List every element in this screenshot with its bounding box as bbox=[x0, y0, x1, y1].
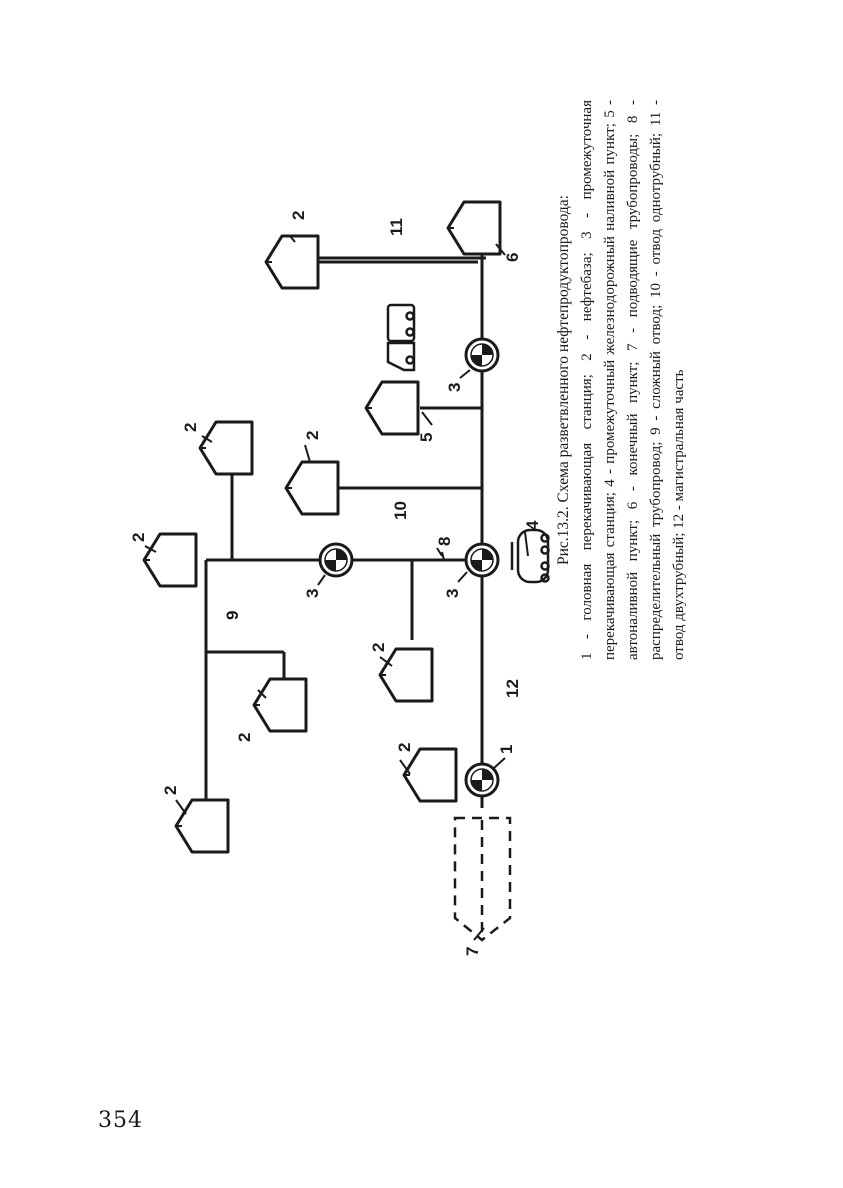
label-complex-branch: 9 bbox=[223, 611, 242, 620]
oil-depot-icon bbox=[142, 532, 198, 588]
figure-caption: Рис.13.2. Схема разветвленного нефтепрод… bbox=[552, 100, 691, 660]
head-station-icon bbox=[464, 762, 500, 798]
oil-depot-icon bbox=[198, 420, 254, 476]
label-end-point: 6 bbox=[503, 253, 522, 262]
label-depot: 2 bbox=[129, 533, 148, 542]
label-intermediate-station: 3 bbox=[443, 589, 462, 598]
label-depot: 2 bbox=[303, 431, 322, 440]
label-head-station: 1 bbox=[497, 745, 516, 754]
label-single-branch: 10 bbox=[391, 501, 410, 520]
label-intermediate-station: 3 bbox=[445, 383, 464, 392]
label-auto-point: 5 bbox=[417, 433, 436, 442]
main-pipeline bbox=[204, 252, 486, 810]
oil-depot-icon bbox=[264, 234, 320, 290]
label-distribution-pipeline: 8 bbox=[435, 537, 454, 546]
tank-truck-icon bbox=[386, 303, 416, 372]
page-number: 354 bbox=[98, 1108, 143, 1133]
intermediate-station-icon bbox=[464, 337, 500, 373]
label-main-part: 12 bbox=[503, 679, 522, 698]
oil-depot-icon bbox=[364, 380, 420, 436]
intermediate-station-icon bbox=[464, 542, 500, 578]
oil-depot-icon bbox=[252, 677, 308, 733]
caption-title: Рис.13.2. Схема разветвленного нефтепрод… bbox=[555, 195, 572, 565]
label-double-branch: 11 bbox=[387, 218, 406, 236]
caption-legend: 1 - головная перекачивающая станция; 2 -… bbox=[579, 100, 687, 660]
oil-depot-icon bbox=[378, 647, 434, 703]
rail-tank-car-icon bbox=[510, 528, 550, 584]
label-feed-pipelines: 7 bbox=[463, 947, 482, 956]
oil-depot-icon bbox=[446, 200, 502, 256]
label-depot: 2 bbox=[289, 211, 308, 220]
oil-depot-icon bbox=[174, 798, 230, 854]
label-depot: 2 bbox=[235, 733, 254, 742]
label-depot: 2 bbox=[369, 643, 388, 652]
leader-lines bbox=[144, 235, 529, 941]
oil-depot-icon bbox=[284, 460, 340, 516]
label-depot: 2 bbox=[161, 786, 180, 795]
label-depot: 2 bbox=[395, 743, 414, 752]
label-rail-point: 4 bbox=[523, 520, 542, 530]
intermediate-station-icon bbox=[318, 542, 354, 578]
label-intermediate-station: 3 bbox=[303, 589, 322, 598]
label-depot: 2 bbox=[181, 423, 200, 432]
oil-depot-icon bbox=[402, 747, 458, 803]
feed-pipelines bbox=[453, 816, 512, 942]
